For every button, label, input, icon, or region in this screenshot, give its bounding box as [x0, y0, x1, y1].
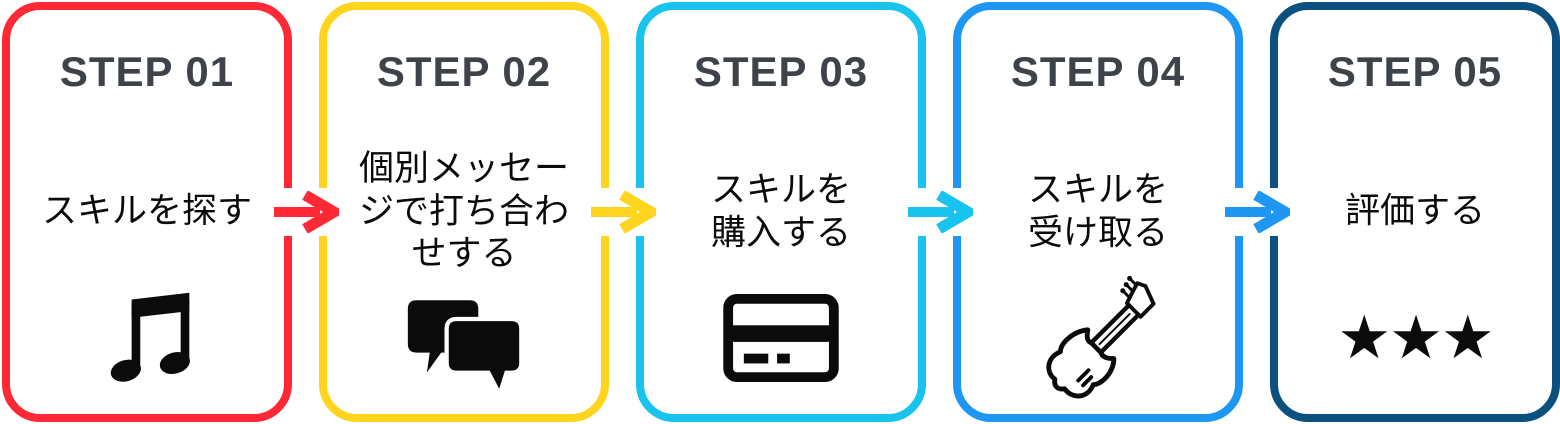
step-label: 評価する: [1344, 191, 1485, 232]
flow-arrow-4: [1222, 191, 1290, 233]
flow-arrow-1: [271, 191, 339, 233]
credit-card-icon: [644, 268, 918, 408]
step-number-heading: STEP 04: [1010, 48, 1186, 95]
flow-arrow-2: [588, 191, 656, 233]
step-label: スキルを探す: [41, 191, 252, 232]
step-card-01: STEP 01 スキルを探す: [2, 2, 294, 422]
step-number-heading: STEP 01: [59, 48, 235, 95]
star-rating-icon: ★★★: [1278, 268, 1552, 408]
step-label: スキルを 受け取る: [1027, 170, 1168, 253]
step-card-02: STEP 02 個別メッセー ジで打ち合わ せする: [317, 2, 611, 422]
step-card-05: STEP 05 評価する ★★★: [1268, 2, 1560, 422]
electric-guitar-icon: [961, 268, 1235, 408]
step-label: 個別メッセー ジで打ち合わ せする: [358, 148, 569, 275]
step-card-03: STEP 03 スキルを 購入する: [634, 2, 928, 422]
three-stars: ★★★: [1337, 303, 1494, 373]
step-label: スキルを 購入する: [710, 170, 851, 253]
flow-arrow-3: [905, 191, 973, 233]
step-number-heading: STEP 05: [1327, 48, 1503, 95]
step-card-04: STEP 04 スキルを 受け取る: [951, 2, 1245, 422]
step-number-heading: STEP 02: [376, 48, 552, 95]
chat-bubbles-icon: [327, 268, 601, 408]
music-note-icon: [10, 268, 284, 408]
step-number-heading: STEP 03: [693, 48, 869, 95]
